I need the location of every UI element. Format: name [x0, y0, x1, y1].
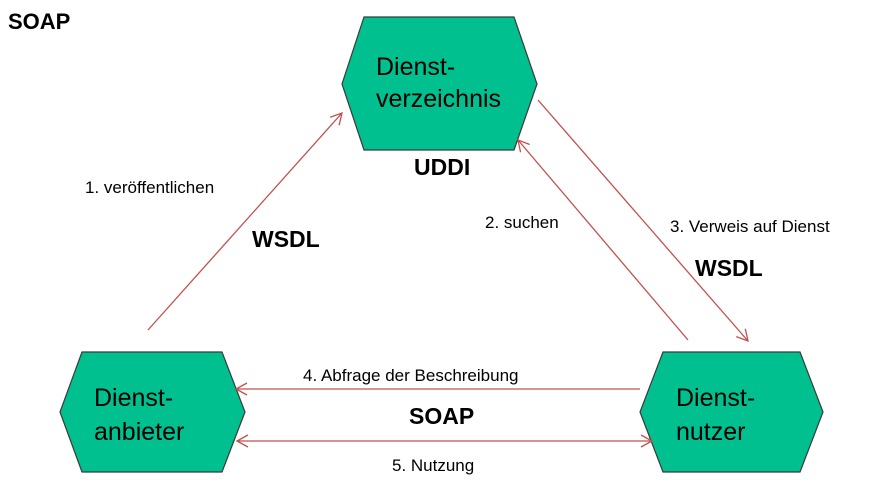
search-arrow [517, 138, 689, 341]
reference-arrow [537, 99, 749, 343]
consumer-node: Dienst- nutzer [639, 351, 824, 473]
registry-node: Dienst- verzeichnis [341, 16, 538, 151]
registry-label-line2: verzeichnis [376, 85, 501, 113]
wsdl-right-label: WSDL [695, 255, 763, 281]
consumer-hexagon [639, 351, 824, 473]
wsdl-left-label: WSDL [252, 226, 320, 252]
search-label: 2. suchen [485, 213, 559, 232]
provider-hexagon [59, 351, 246, 473]
uddi-label: UDDI [414, 154, 470, 180]
registry-label-line1: Dienst- [376, 53, 455, 81]
publish-arrow [147, 111, 343, 331]
soap-bottom-label: SOAP [409, 403, 474, 429]
provider-label-line1: Dienst- [94, 384, 173, 412]
use-label: 5. Nutzung [392, 456, 474, 475]
provider-node: Dienst- anbieter [59, 351, 246, 473]
publish-label: 1. veröffentlichen [85, 178, 214, 197]
diagram-title: SOAP [8, 9, 70, 34]
provider-label-line2: anbieter [94, 418, 184, 446]
registry-hexagon [341, 16, 538, 151]
consumer-label-line1: Dienst- [676, 384, 755, 412]
consumer-label-line2: nutzer [676, 418, 745, 446]
reference-label: 3. Verweis auf Dienst [670, 217, 830, 236]
query-label: 4. Abfrage der Beschreibung [303, 366, 518, 385]
